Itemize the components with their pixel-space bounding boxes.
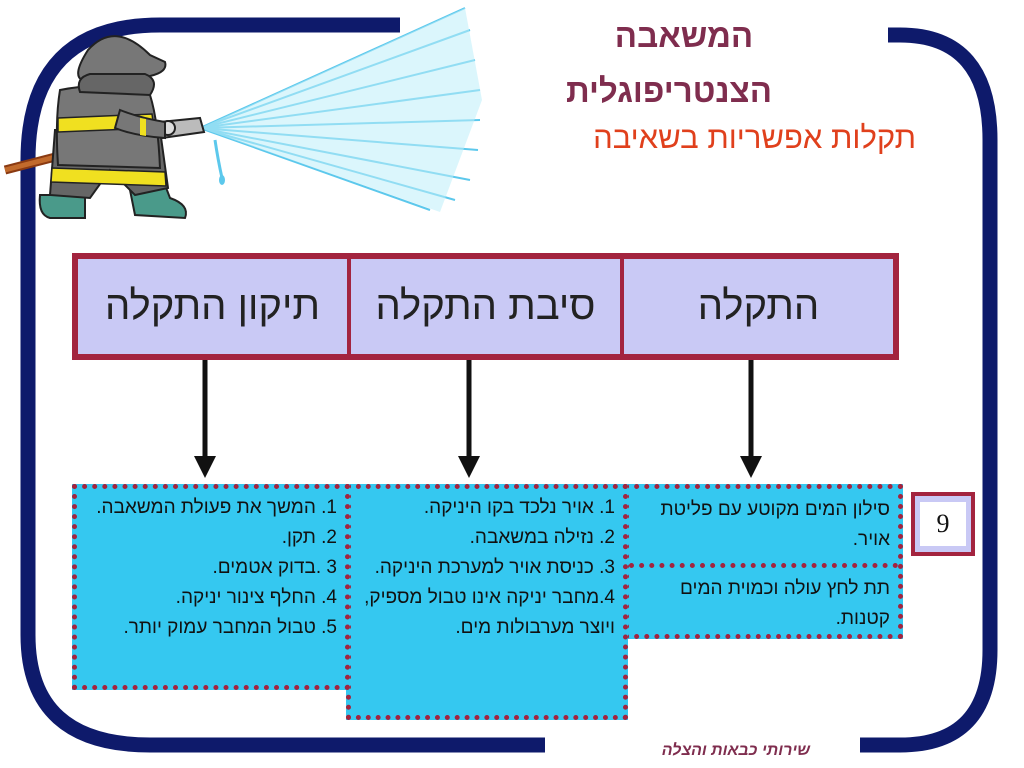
fix-item: 4. החלף צינור יניקה. xyxy=(175,587,337,608)
header-cause: סיבת התקלה xyxy=(351,259,620,354)
cause-item: 3. כניסת אויר למערכת היניקה. xyxy=(374,557,615,578)
header-row: תיקון התקלה סיבת התקלה התקלה xyxy=(72,253,899,360)
cause-item: 1. אויר נלכד בקו היניקה. xyxy=(423,497,615,518)
fault-item-2: תת לחץ עולה וכמוית המים קטנות. xyxy=(629,563,898,634)
cause-box: 1. אויר נלכד בקו היניקה. 2. נזילה במשאבה… xyxy=(346,484,628,720)
fix-box: 1. המשך את פעולת המשאבה. 2. תקן. 3 .בדוק… xyxy=(72,484,350,690)
title-line-1: המשאבה xyxy=(614,17,754,54)
frame-right-stroke xyxy=(860,27,998,753)
fix-item: 1. המשך את פעולת המשאבה. xyxy=(96,497,337,518)
page-number-box: 9 xyxy=(911,492,975,556)
fix-item: 2. תקן. xyxy=(281,527,337,548)
fix-item: 5. טבול המחבר עמוק יותר. xyxy=(123,617,337,638)
arrow-fault-head xyxy=(740,456,762,478)
fix-list: 1. המשך את פעולת המשאבה. 2. תקן. 3 .בדוק… xyxy=(81,493,337,643)
fix-item: 3 .בדוק אטמים. xyxy=(212,557,337,578)
header-fix: תיקון התקלה xyxy=(78,259,347,354)
header-fault: התקלה xyxy=(624,259,893,354)
arrow-cause-head xyxy=(458,456,480,478)
footer-text: שירותי כבאות והצלה xyxy=(661,742,810,759)
fault-box: סילון המים מקוטע עם פליטת אויר. תת לחץ ע… xyxy=(624,484,903,639)
title-line-2: הצנטריפוגלית xyxy=(565,72,773,109)
fault-item-1: סילון המים מקוטע עם פליטת אויר. xyxy=(660,499,890,550)
cause-item: 4.מחבר יניקה אינו טבול מספיק, ויוצר מערב… xyxy=(364,587,615,638)
cause-item: 2. נזילה במשאבה. xyxy=(469,527,615,548)
arrow-fix-head xyxy=(194,456,216,478)
firefighter-with-hose-icon xyxy=(3,7,482,220)
subtitle: תקלות אפשריות בשאיבה xyxy=(593,120,916,155)
cause-list: 1. אויר נלכד בקו היניקה. 2. נזילה במשאבה… xyxy=(355,493,615,643)
arrows xyxy=(194,360,762,478)
page-number: 9 xyxy=(920,502,966,546)
